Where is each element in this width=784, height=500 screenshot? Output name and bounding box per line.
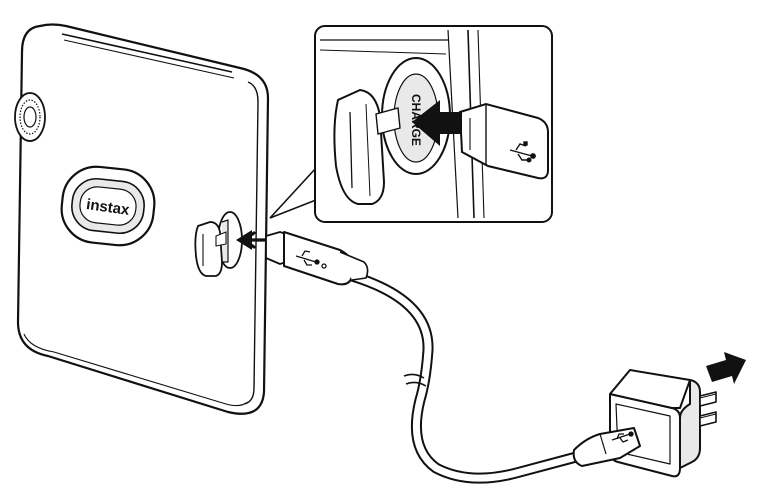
side-dial bbox=[14, 92, 46, 142]
instax-logo-button: instax bbox=[60, 165, 156, 247]
ac-adapter bbox=[609, 369, 717, 478]
instax-logo: instax bbox=[85, 196, 131, 219]
callout-pointer bbox=[269, 165, 317, 219]
usb-plug bbox=[265, 231, 369, 286]
usb-icon bbox=[611, 431, 634, 443]
arrow-icon bbox=[236, 230, 270, 250]
usb-cable bbox=[346, 270, 586, 484]
arrow-icon bbox=[412, 100, 462, 146]
inset-zoom-panel: CHARGE bbox=[314, 25, 553, 223]
arrow-icon bbox=[706, 352, 746, 384]
usb-icon bbox=[295, 250, 327, 269]
adapter-usb-plug bbox=[572, 427, 641, 467]
printer-port-cover bbox=[194, 211, 243, 277]
usb-icon bbox=[509, 141, 536, 163]
